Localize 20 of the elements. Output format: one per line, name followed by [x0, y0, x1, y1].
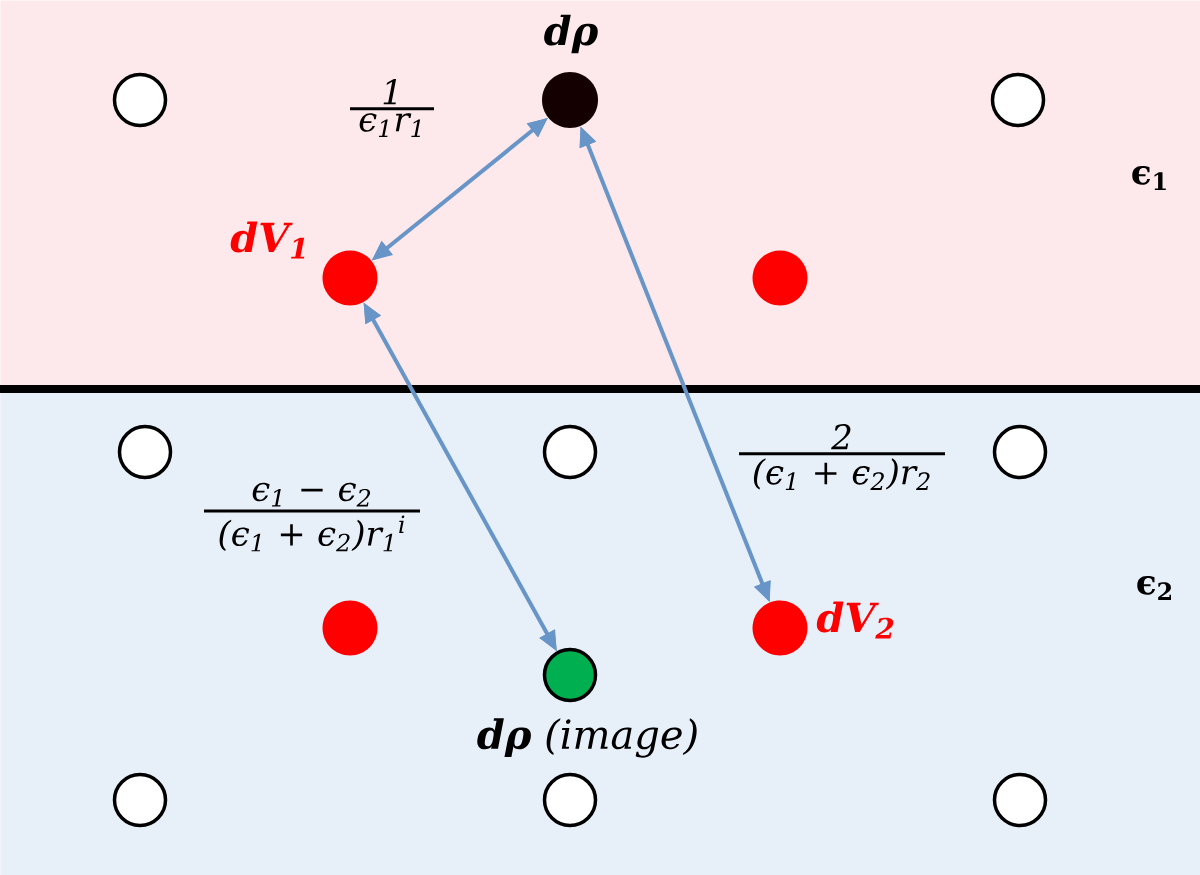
point-label: dρ	[544, 14, 598, 54]
point-label: dρ (image)	[477, 718, 697, 758]
circle	[752, 250, 808, 306]
circle	[992, 424, 1048, 480]
edge-label: ϵ$_{1}$ − ϵ$_{2}$ (ϵ$_{1}$ + ϵ$_{2}$)r$_{1}$i	[204, 482, 420, 552]
point-label: dV$_{2}$	[816, 601, 894, 639]
circle	[117, 424, 173, 480]
double-arrow	[363, 302, 557, 652]
circle	[322, 600, 378, 656]
circle	[112, 72, 168, 128]
double-arrow	[579, 126, 771, 603]
circle	[542, 772, 598, 828]
circle	[990, 72, 1046, 128]
edge-label: 1 ϵ$_{1}$r$_{1}$	[350, 78, 434, 138]
edge-label: 2 (ϵ$_{1}$ + ϵ$_{2}$)r$_{2}$	[739, 424, 945, 490]
double-arrow	[371, 117, 548, 261]
circle	[992, 772, 1048, 828]
point-label: dV$_{1}$	[230, 221, 305, 259]
circle	[542, 424, 598, 480]
circle	[112, 772, 168, 828]
